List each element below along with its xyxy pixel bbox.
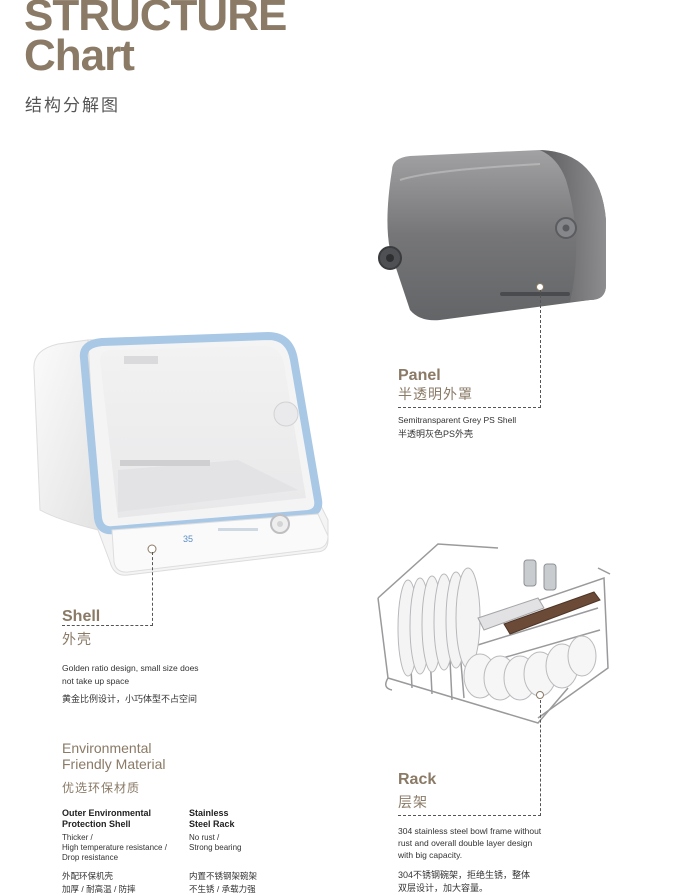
feature1-text-line1: Thicker / <box>62 833 93 842</box>
feature2-cn-line1: 内置不锈钢架碗架 <box>189 871 258 881</box>
feature2-cn-line2: 不生锈 / 承载力强 <box>189 884 256 894</box>
shell-display-value: 35 <box>183 534 193 544</box>
shell-leader-vertical <box>152 552 153 626</box>
feature1-text-line3: Drop resistance <box>62 853 119 862</box>
panel-desc-cn: 半透明灰色PS外壳 <box>398 429 474 439</box>
shell-title-cn: 外壳 <box>62 631 92 647</box>
page-title-line1: STRUCTURE <box>24 0 287 40</box>
panel-illustration <box>378 150 606 321</box>
feature1-title-line1: Outer Environmental <box>62 808 152 818</box>
panel-desc: Semitransparent Grey PS Shell <box>398 415 517 425</box>
panel-leader-horizontal <box>398 407 541 408</box>
feature2-title-line1: Stainless <box>189 808 229 818</box>
panel-title: Panel <box>398 367 441 384</box>
rack-desc-line2: rust and overall double layer design <box>398 838 533 848</box>
page-subtitle: 结构分解图 <box>25 96 120 115</box>
panel-title-cn: 半透明外罩 <box>398 386 473 402</box>
shell-desc-line2: not take up space <box>62 676 130 686</box>
rack-illustration <box>377 543 611 724</box>
rack-leader-vertical <box>540 700 541 816</box>
shell-illustration: 35 <box>33 331 329 576</box>
rack-desc-cn-line2: 双层设计，加大容量。 <box>398 883 489 893</box>
shell-leader-horizontal <box>62 625 153 626</box>
feature1-title-line2: Protection Shell <box>62 819 131 829</box>
rack-desc-cn-line1: 304不锈钢碗架，拒绝生锈，整体 <box>398 870 531 880</box>
feature1-cn-line1: 外配环保机壳 <box>62 871 114 881</box>
rack-leader-horizontal <box>398 815 541 816</box>
panel-leader-vertical <box>540 290 541 408</box>
shell-desc-cn: 黄金比例设计，小巧体型不占空间 <box>62 694 198 704</box>
feature1-cn-line2: 加厚 / 耐高温 / 防摔 <box>62 884 136 894</box>
rack-title: Rack <box>398 771 437 788</box>
rack-desc-line1: 304 stainless steel bowl frame without <box>398 826 542 836</box>
feature2-text-line1: No rust / <box>189 833 220 842</box>
page-title-line2: Chart <box>24 31 135 80</box>
env-title-line2: Friendly Material <box>62 756 166 772</box>
shell-title: Shell <box>62 608 101 625</box>
env-title-cn: 优选环保材质 <box>62 781 141 795</box>
env-title-line1: Environmental <box>62 740 152 756</box>
rack-desc-line3: with big capacity. <box>398 850 463 860</box>
feature2-text-line2: Strong bearing <box>189 843 242 852</box>
rack-title-cn: 层架 <box>398 794 428 810</box>
shell-desc-line1: Golden ratio design, small size does <box>62 663 199 673</box>
feature2-title-line2: Steel Rack <box>189 819 235 829</box>
feature1-text-line2: High temperature resistance / <box>62 843 167 852</box>
